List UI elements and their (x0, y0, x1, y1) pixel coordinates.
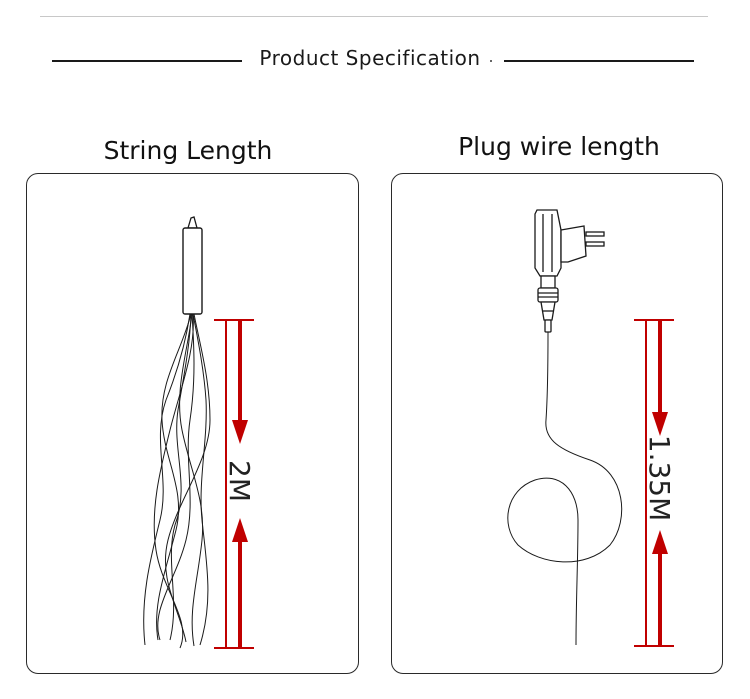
plug-head (560, 225, 587, 263)
wire (153, 313, 194, 649)
plug-prong-top (585, 231, 605, 237)
string-length-title: String Length (103, 136, 273, 165)
battery-tube (182, 227, 203, 315)
plug-illustration (534, 209, 605, 333)
header-rule-left (52, 60, 242, 62)
connector-tip (544, 319, 552, 333)
arrow-up-icon (232, 518, 248, 542)
header-rule-right (504, 60, 694, 62)
section-title: Product Specification (259, 46, 481, 70)
connector-neck (540, 275, 556, 289)
arrow-down-icon (652, 412, 668, 436)
plug-wire-length-value: 1.35M (643, 435, 676, 522)
wire (157, 313, 195, 641)
wire (143, 313, 191, 646)
plug-wire-length-title: Plug wire length (458, 132, 660, 161)
string-length-dimension: 2M (214, 319, 256, 649)
connector-ring (537, 287, 559, 303)
wire (164, 313, 211, 643)
plug-wire-length-dimension: 1.35M (634, 319, 676, 647)
wire (156, 313, 192, 641)
arrow-up-icon (652, 530, 668, 554)
plug-adapter-body (534, 209, 562, 277)
wire (179, 313, 204, 647)
tube-tip (187, 216, 198, 229)
top-divider (40, 16, 708, 17)
light-string-illustration (143, 216, 211, 649)
arrow-down-icon (232, 420, 248, 444)
power-cord (507, 331, 623, 646)
wire (192, 313, 209, 646)
header-dot (490, 60, 492, 62)
wire (169, 313, 192, 641)
plug-prong-bottom (585, 241, 605, 247)
string-length-value: 2M (223, 460, 256, 502)
